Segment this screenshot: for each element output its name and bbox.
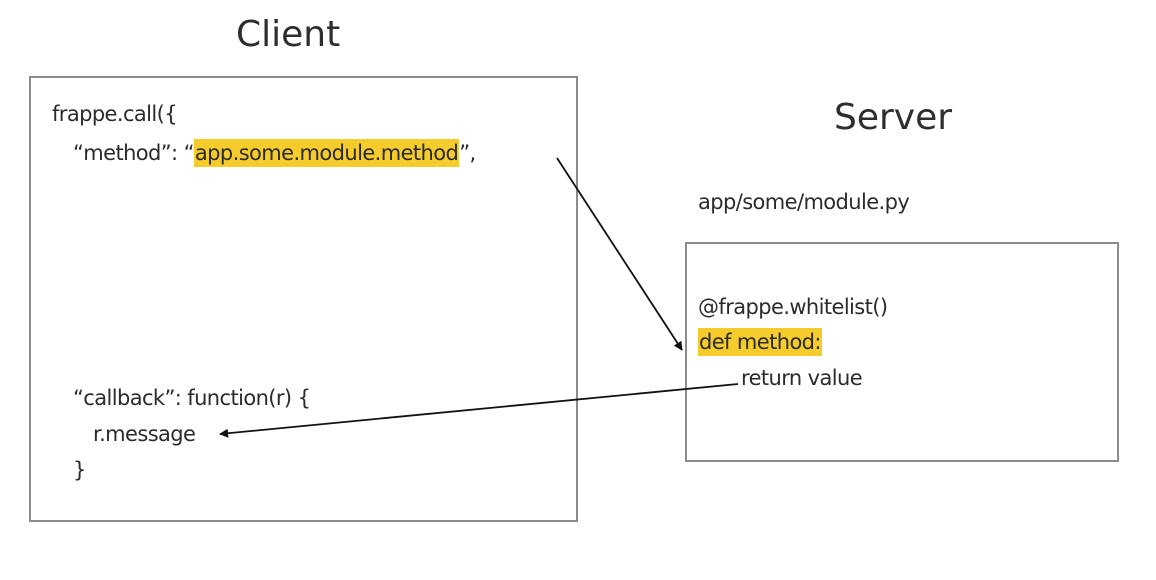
method-suffix: ”,: [459, 141, 476, 165]
server-file-path: app/some/module.py: [698, 190, 910, 214]
message-line: r.message: [93, 422, 196, 446]
method-value-highlight: app.some.module.method: [193, 139, 460, 167]
close-brace-line: }: [73, 458, 86, 482]
def-method-highlight: def method:: [698, 328, 822, 356]
server-title: Server: [834, 97, 953, 138]
method-prefix: “method”: “: [73, 141, 194, 165]
return-line: return value: [741, 366, 863, 390]
client-title: Client: [236, 14, 341, 55]
frappe-call-line: frappe.call({: [52, 102, 178, 126]
def-line: def method:: [698, 327, 822, 357]
method-line: “method”: “app.some.module.method”,: [73, 138, 476, 168]
callback-line: “callback”: function(r) {: [73, 386, 311, 410]
decorator-line: @frappe.whitelist(): [698, 295, 888, 319]
